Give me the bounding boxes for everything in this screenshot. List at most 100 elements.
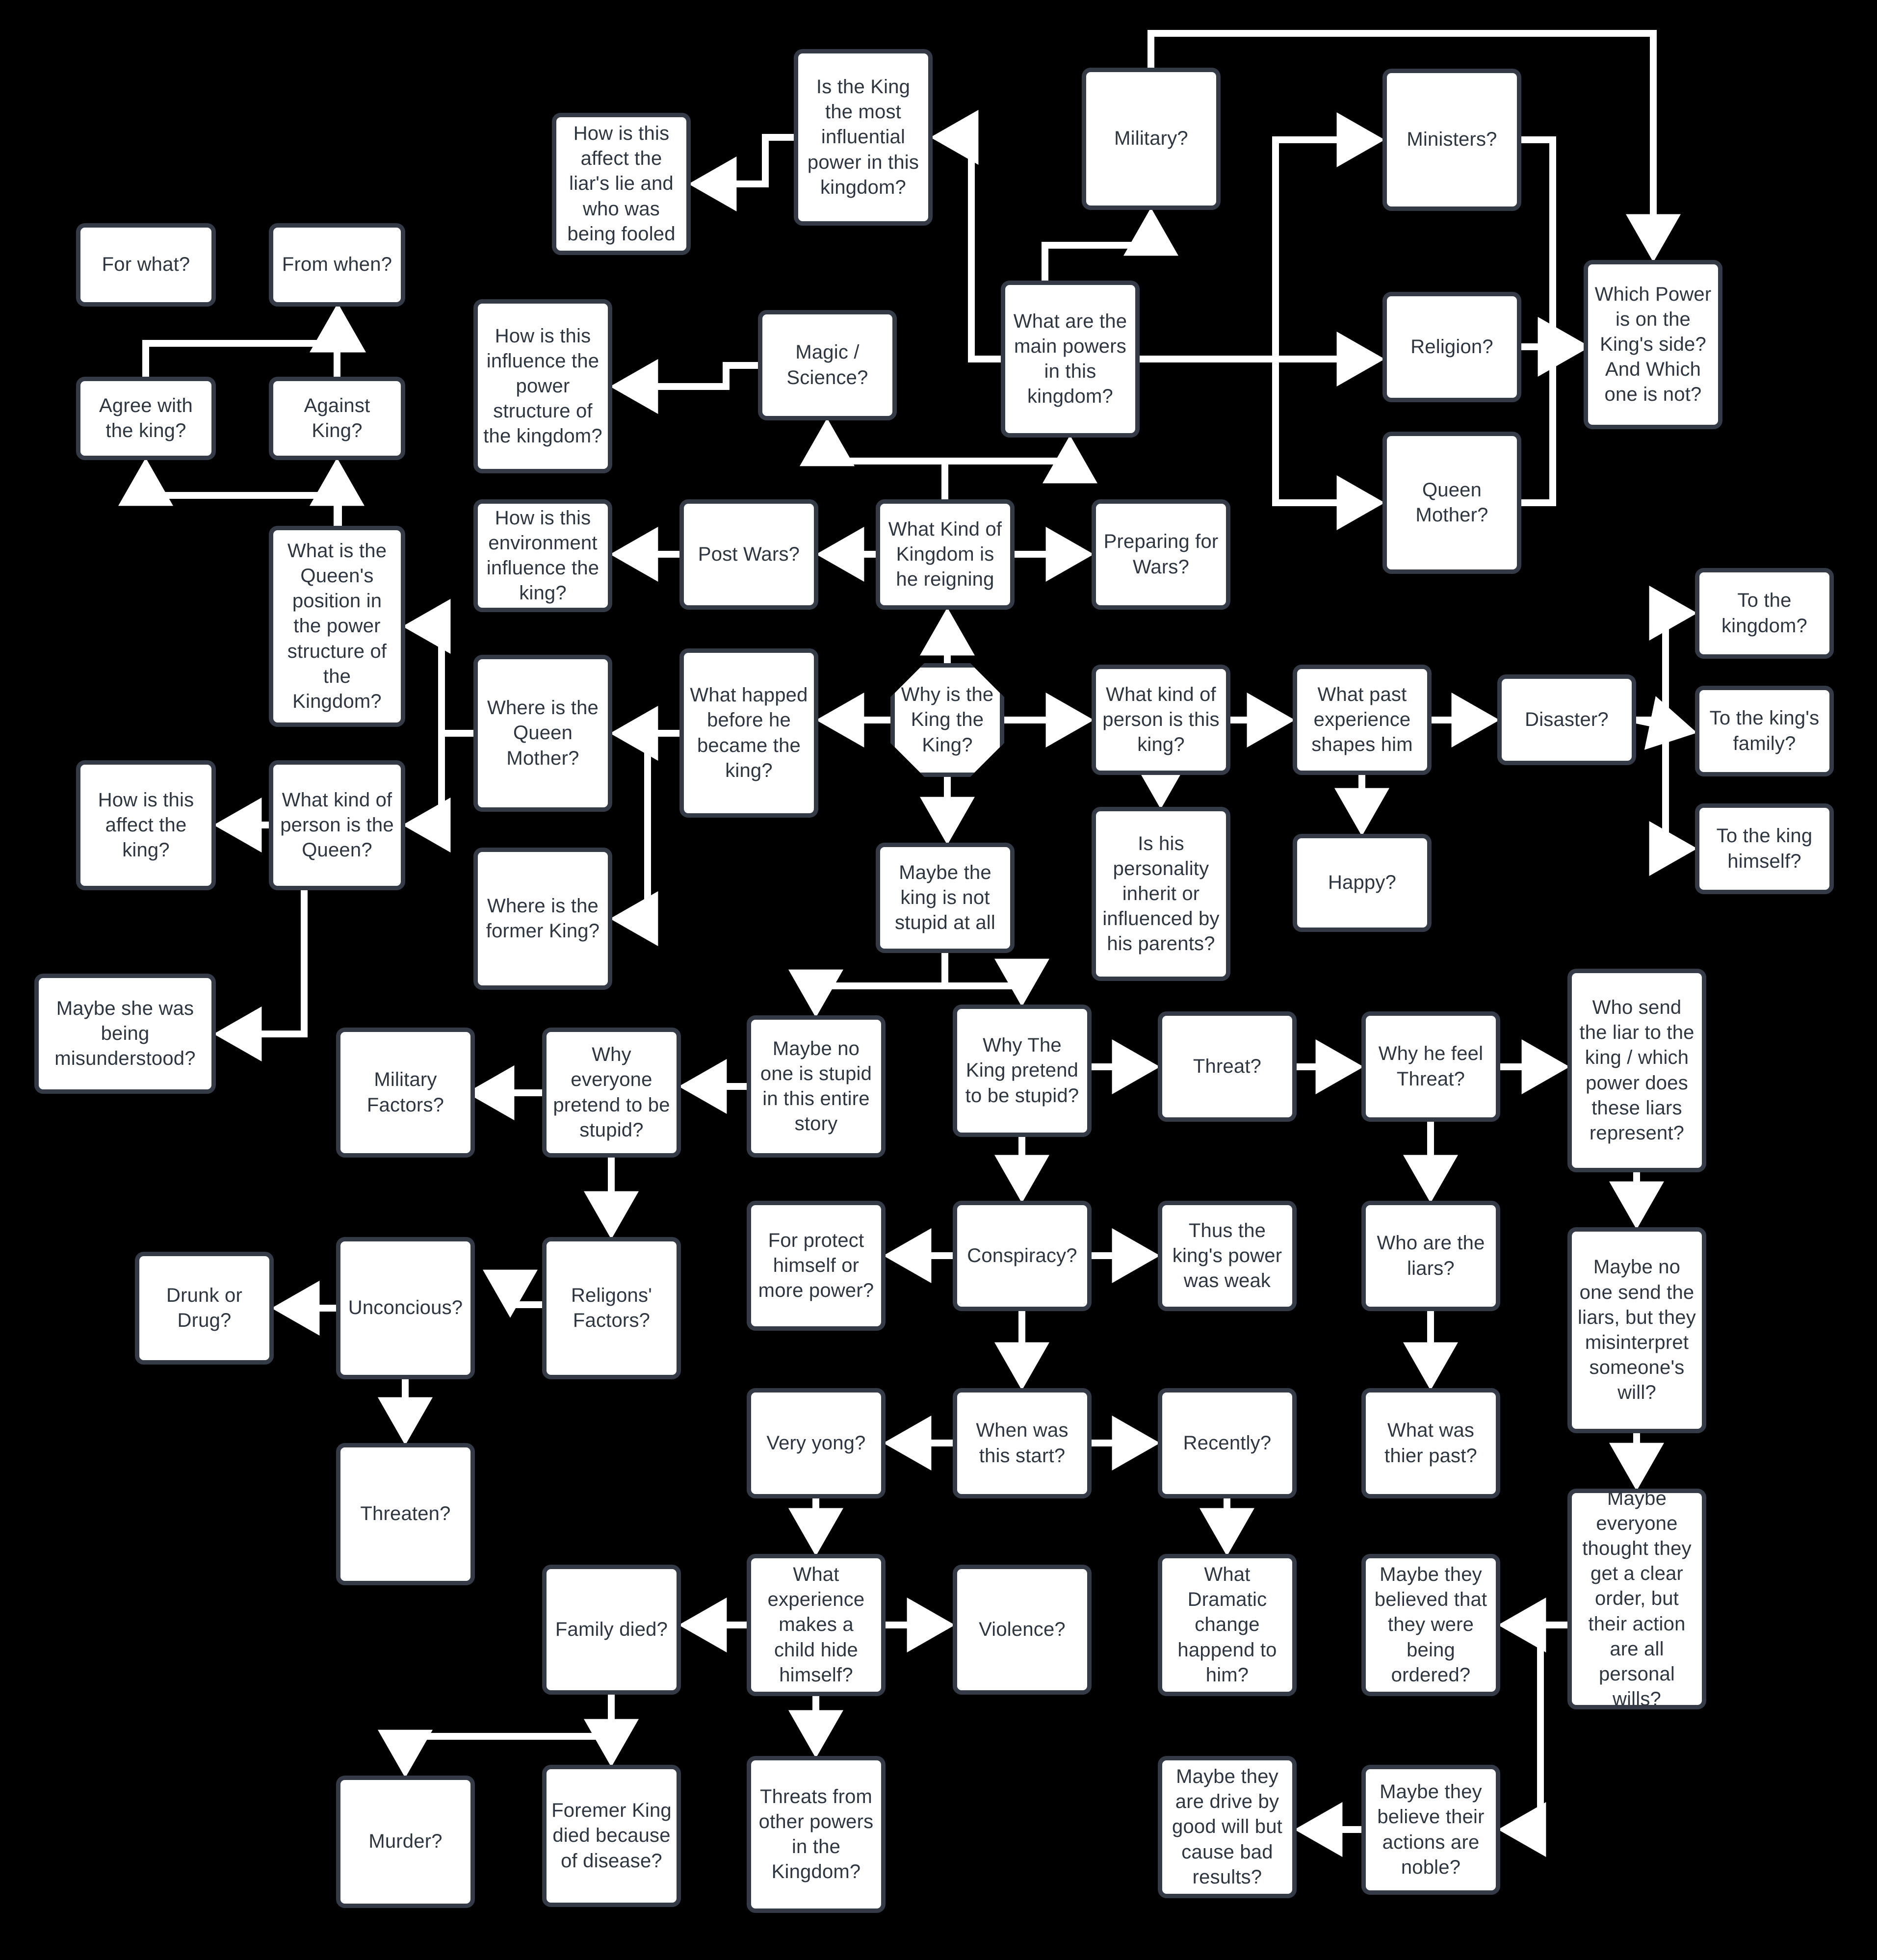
node-queen-mother-power[interactable]: Queen Mother? [1382,432,1521,574]
node-why-king-king[interactable]: Why is the King the King? [890,663,1004,777]
node-maybe-no-one-stupid[interactable]: Maybe no one is stupid in this entire st… [747,1015,886,1158]
node-maybe-everyone-thought[interactable]: Maybe everyone thought they get a clear … [1567,1488,1706,1710]
node-kings-power-weak[interactable]: Thus the king's power was weak [1158,1201,1297,1311]
node-label: How is this affect the liar's lie and wh… [567,123,676,245]
node-maybe-misunderstood[interactable]: Maybe she was being misunderstood? [34,974,216,1094]
node-preparing-wars[interactable]: Preparing for Wars? [1092,499,1230,610]
node-label: Religion? [1410,335,1493,358]
node-threat[interactable]: Threat? [1158,1011,1297,1122]
node-to-king-himself[interactable]: To the king himself? [1695,803,1834,894]
node-label: What are the main powers in this kingdom… [1013,310,1127,408]
node-label: Murder? [368,1831,443,1853]
node-label: Very yong? [766,1432,866,1454]
node-label: For what? [102,254,190,276]
node-label: Foremer King died because of disease? [551,1800,672,1872]
node-label: Maybe she was being misunderstood? [54,997,196,1070]
node-label: When was this start? [976,1419,1069,1467]
node-label: How is this affect the king? [98,789,194,861]
node-military-factors[interactable]: Military Factors? [336,1028,475,1158]
node-threaten[interactable]: Threaten? [336,1443,475,1585]
node-who-are-liars[interactable]: Who are the liars? [1361,1201,1500,1311]
node-label: Military Factors? [366,1069,444,1116]
node-influence-power-structure[interactable]: How is this influence the power structur… [473,299,612,473]
node-what-experience-child[interactable]: What experience makes a child hide himse… [747,1554,886,1696]
node-unconcious[interactable]: Unconcious? [336,1237,475,1379]
node-very-yong[interactable]: Very yong? [747,1388,886,1498]
node-to-kingdom[interactable]: To the kingdom? [1695,568,1834,659]
node-conspiracy[interactable]: Conspiracy? [953,1201,1092,1311]
node-label: Is his personality inherit or influenced… [1102,832,1220,955]
node-label: What kind of person is the Queen? [280,789,394,861]
node-family-died[interactable]: Family died? [542,1565,681,1695]
node-foremer-king-died[interactable]: Foremer King died because of disease? [542,1765,681,1907]
node-what-was-their-past[interactable]: What was thier past? [1361,1388,1500,1498]
node-liars-lie[interactable]: How is this affect the liar's lie and wh… [552,113,691,255]
node-label: What happed before he became the king? [690,684,808,781]
node-label: Threat? [1193,1055,1262,1077]
node-main-powers[interactable]: What are the main powers in this kingdom… [1001,281,1140,438]
node-maybe-believe-noble[interactable]: Maybe they believe their actions are nob… [1361,1765,1500,1895]
node-for-protect[interactable]: For protect himself or more power? [747,1201,886,1331]
node-past-experience[interactable]: What past experience shapes him [1293,665,1432,775]
node-what-happed-before[interactable]: What happed before he became the king? [679,648,818,818]
node-maybe-not-stupid[interactable]: Maybe the king is not stupid at all [876,843,1015,953]
node-ministers[interactable]: Ministers? [1382,69,1521,211]
node-personality-inherit[interactable]: Is his personality inherit or influenced… [1092,807,1230,981]
node-what-dramatic-change[interactable]: What Dramatic change happend to him? [1158,1554,1297,1696]
node-label: What is the Queen's position in the powe… [287,540,387,712]
node-label: To the king himself? [1716,825,1813,872]
node-magic-science[interactable]: Magic / Science? [758,310,897,420]
node-label: From when? [282,254,392,276]
node-label: Why he feel Threat? [1378,1043,1484,1090]
node-happy[interactable]: Happy? [1293,834,1432,932]
node-why-king-pretend[interactable]: Why The King pretend to be stupid? [953,1005,1092,1137]
node-where-former-king[interactable]: Where is the former King? [473,848,612,990]
node-label: Maybe no one is stupid in this entire st… [760,1037,872,1135]
node-maybe-believed-ordered[interactable]: Maybe they believed that they were being… [1361,1554,1500,1696]
node-for-what[interactable]: For what? [76,223,216,307]
node-religion[interactable]: Religion? [1382,292,1521,402]
node-label: Religons' Factors? [571,1284,652,1331]
node-violence[interactable]: Violence? [953,1565,1092,1695]
node-agree-with-king[interactable]: Agree with the king? [76,377,216,460]
node-label: Drunk or Drug? [166,1284,242,1331]
node-label: Post Wars? [698,543,800,565]
node-label: Maybe they believe their actions are nob… [1377,1781,1485,1878]
node-when-start[interactable]: When was this start? [953,1388,1092,1498]
node-threats-other-powers[interactable]: Threats from other powers in the Kingdom… [747,1756,886,1913]
node-where-queen-mother[interactable]: Where is the Queen Mother? [473,655,612,812]
node-which-power-side[interactable]: Which Power is on the King's side? And W… [1584,260,1722,429]
node-why-feel-threat[interactable]: Why he feel Threat? [1361,1011,1500,1122]
node-murder[interactable]: Murder? [336,1776,475,1908]
node-who-send-liar[interactable]: Who send the liar to the king / which po… [1567,969,1706,1172]
node-against-king[interactable]: Against King? [269,377,405,460]
node-label: Queen Mother? [1415,479,1488,526]
node-why-everyone-pretend[interactable]: Why everyone pretend to be stupid? [542,1028,681,1158]
node-recently[interactable]: Recently? [1158,1388,1297,1498]
node-is-king-most-influential[interactable]: Is the King the most influential power i… [794,49,933,226]
node-label: Unconcious? [348,1297,463,1319]
node-religons-factors[interactable]: Religons' Factors? [542,1237,681,1379]
node-label: Is the King the most influential power i… [807,76,919,198]
node-label: Maybe no one send the liars, but they mi… [1578,1256,1696,1404]
node-disaster[interactable]: Disaster? [1497,674,1636,765]
node-from-when[interactable]: From when? [269,223,405,307]
node-what-kind-queen[interactable]: What kind of person is the Queen? [269,760,405,890]
node-label: Threats from other powers in the Kingdom… [758,1785,874,1883]
node-label: Disaster? [1525,708,1609,730]
node-label: To the king's family? [1709,707,1820,754]
node-maybe-drive-good-will[interactable]: Maybe they are drive by good will but ca… [1158,1756,1297,1898]
node-maybe-no-one-send[interactable]: Maybe no one send the liars, but they mi… [1567,1227,1706,1433]
node-military[interactable]: Military? [1082,68,1221,210]
node-how-affect-king[interactable]: How is this affect the king? [76,760,216,890]
node-label: To the kingdom? [1721,590,1808,637]
node-post-wars[interactable]: Post Wars? [679,499,818,610]
node-what-kind-person-king[interactable]: What kind of person is this king? [1092,665,1230,775]
node-drunk-or-drug[interactable]: Drunk or Drug? [135,1252,274,1365]
node-what-kind-kingdom[interactable]: What Kind of Kingdom is he reigning [876,499,1015,610]
node-to-kings-family[interactable]: To the king's family? [1695,686,1834,776]
node-label: Ministers? [1407,129,1497,151]
node-queens-position[interactable]: What is the Queen's position in the powe… [269,526,405,727]
node-environment-influence[interactable]: How is this environment influence the ki… [473,499,612,612]
node-label: What Dramatic change happend to him? [1177,1564,1277,1686]
